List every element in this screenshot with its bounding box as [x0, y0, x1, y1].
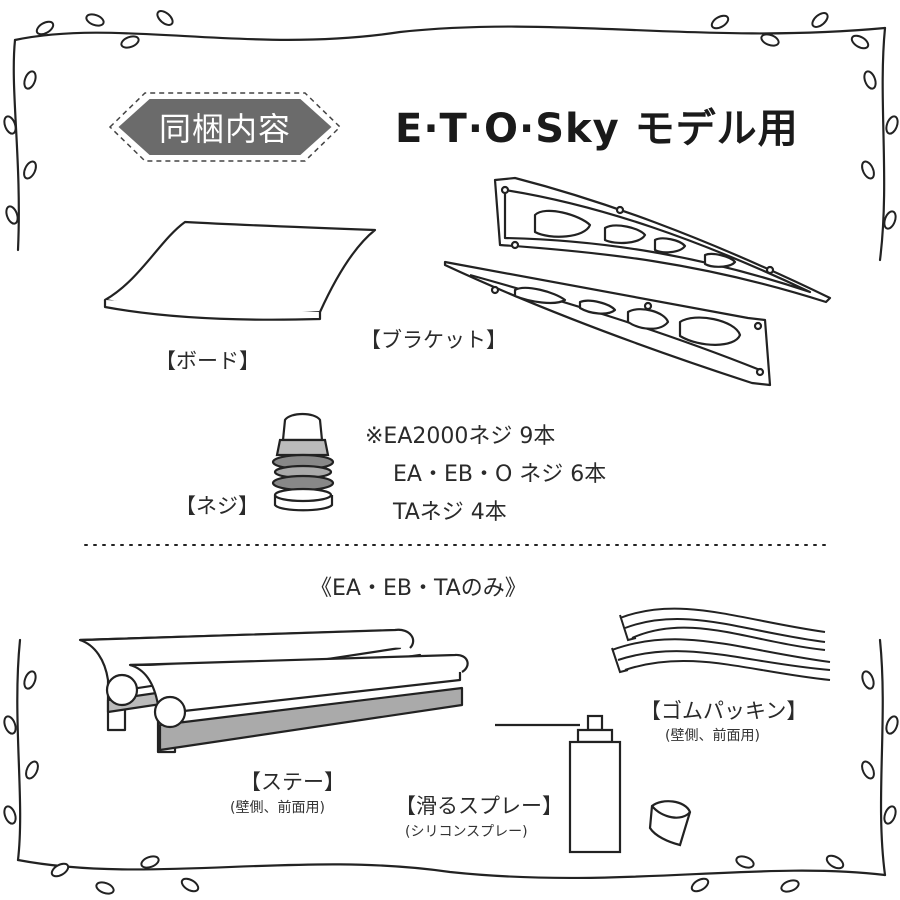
badge-label: 同梱内容 — [158, 110, 291, 148]
screw-note-ta: TAネジ 4本 — [393, 500, 507, 525]
leaf-decorations — [3, 10, 899, 895]
gasket-label: 【ゴムパッキン】 — [640, 699, 808, 723]
stay-note: (壁側、前面用) — [230, 800, 325, 816]
spray-can-illustration — [495, 714, 692, 854]
bracket-label: 【ブラケット】 — [360, 328, 507, 352]
title-badge — [108, 92, 342, 162]
screw-label: 【ネジ】 — [175, 494, 259, 518]
bracket-illustration — [443, 176, 832, 387]
stay-label: 【ステー】 — [240, 770, 345, 794]
screw-note-ea2000: ※EA2000ネジ 9本 — [365, 424, 556, 449]
screw-note-ea-eb-o: EA・EB・O ネジ 6本 — [393, 462, 607, 487]
screw-illustration — [271, 412, 335, 512]
gasket-note: (壁側、前面用) — [665, 728, 760, 744]
bottom-vine-decoration — [16, 638, 887, 880]
section-heading: 《EA・EB・TAのみ》 — [310, 576, 527, 601]
spray-note: (シリコンスプレー) — [405, 824, 528, 840]
stay-illustration — [78, 628, 469, 754]
board-label: 【ボード】 — [155, 349, 260, 373]
board-illustration — [103, 220, 377, 321]
gasket-illustration — [611, 607, 831, 681]
page-title: E·T·O·Sky モデル用 — [395, 106, 799, 152]
spray-label: 【滑るスプレー】 — [395, 794, 563, 818]
